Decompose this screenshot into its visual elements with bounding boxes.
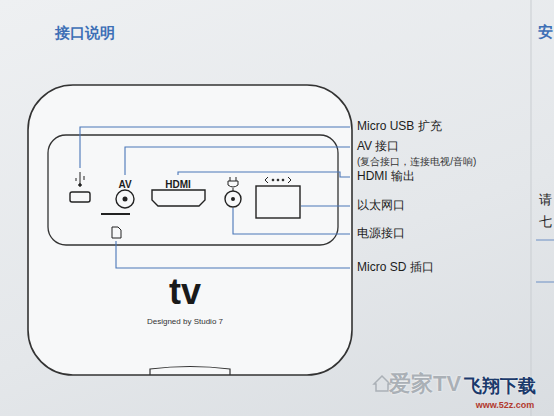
ethernet-symbol-dot	[282, 179, 284, 181]
port-marking: AV	[118, 179, 131, 191]
brand-tagline: Designed by Studio 7	[147, 317, 223, 326]
page-fold	[531, 0, 532, 416]
port-label: Micro SD 插口	[357, 261, 434, 275]
heading: 接口说明	[55, 24, 115, 41]
usb-symbol-stem	[80, 172, 81, 184]
watermark-icon	[374, 376, 390, 391]
usb-symbol	[76, 172, 84, 186]
usb-symbol-dot	[79, 184, 82, 187]
rule-line	[536, 282, 554, 283]
leader-line	[233, 208, 350, 234]
power-symbol	[228, 177, 238, 191]
sd-slot	[101, 213, 130, 215]
av-port	[116, 190, 134, 208]
device-housing	[28, 85, 352, 375]
ethernet-symbol-dot	[272, 179, 274, 181]
ethernet-port	[256, 186, 300, 218]
port-note: (复合接口，连接电视/音响)	[357, 156, 476, 168]
ethernet-symbol-chevrons	[265, 177, 291, 183]
ethernet-symbol	[265, 177, 291, 183]
watermark-url: www.52z.com	[476, 400, 535, 410]
usb-symbol-branches	[76, 176, 84, 181]
watermark: 飞翔下载	[464, 376, 536, 397]
port-label: 电源接口	[357, 227, 405, 241]
av-port-pin	[123, 197, 128, 202]
leader-line	[116, 241, 350, 268]
port-label: 以太网口	[357, 199, 405, 213]
cut-off-text: 七	[539, 215, 552, 230]
port-marking: HDMI	[165, 179, 191, 191]
port-panel	[48, 135, 338, 245]
port-label: Micro USB 扩充	[357, 120, 442, 134]
hdmi-port	[152, 190, 205, 206]
brand-logo: tv	[169, 271, 201, 312]
cut-off-text: 请	[539, 193, 552, 208]
housing-lip	[150, 367, 230, 376]
watermark: 爱家TV	[389, 371, 461, 396]
port-label: HDMI 输出	[357, 170, 415, 184]
leader-line	[178, 172, 350, 177]
rule-line	[536, 240, 554, 241]
leader-line	[125, 147, 350, 175]
usb-port	[70, 192, 90, 202]
leader-line	[301, 205, 350, 206]
power-port	[225, 191, 241, 207]
leader-lines	[80, 127, 350, 268]
ethernet-symbol-dot	[277, 179, 279, 181]
sd-symbol	[112, 227, 121, 238]
cut-off-text: 安	[538, 23, 553, 40]
power-port-pin	[231, 197, 235, 201]
port-label: AV 接口	[357, 140, 399, 154]
